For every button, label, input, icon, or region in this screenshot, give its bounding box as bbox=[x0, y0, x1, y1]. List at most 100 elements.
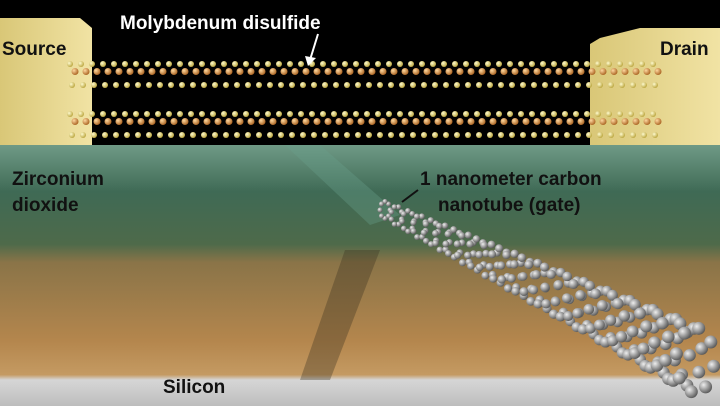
sulfur-atom bbox=[144, 111, 150, 117]
sulfur-atom bbox=[509, 132, 515, 138]
drain-label: Drain bbox=[660, 39, 709, 60]
molybdenum-atom bbox=[280, 68, 288, 75]
carbon-atom bbox=[539, 262, 550, 272]
carbon-atom bbox=[669, 347, 683, 361]
sulfur-atom bbox=[190, 132, 196, 138]
sulfur-atom bbox=[353, 61, 359, 67]
molybdenum-atom bbox=[489, 68, 497, 75]
sulfur-atom bbox=[179, 132, 185, 138]
carbon-atom bbox=[648, 336, 661, 349]
molybdenum-atom bbox=[170, 118, 178, 125]
sulfur-atom bbox=[388, 82, 394, 88]
sulfur-atom bbox=[377, 82, 383, 88]
sulfur-atom bbox=[177, 61, 183, 67]
molybdenum-atom bbox=[269, 118, 277, 125]
carbon-atom bbox=[572, 308, 583, 319]
molybdenum-atom bbox=[335, 118, 343, 125]
sulfur-atom bbox=[210, 61, 216, 67]
sulfur-atom bbox=[531, 132, 537, 138]
sulfur-atom bbox=[397, 61, 403, 67]
sulfur-atom bbox=[300, 132, 306, 138]
carbon-atom bbox=[382, 199, 388, 204]
sulfur-atom bbox=[146, 82, 152, 88]
molybdenum-atom bbox=[214, 68, 222, 75]
molybdenum-atom bbox=[445, 68, 453, 75]
sulfur-atom bbox=[551, 61, 557, 67]
sulfur-atom bbox=[234, 82, 240, 88]
sulfur-atom bbox=[443, 132, 449, 138]
sulfur-atom bbox=[628, 111, 634, 117]
sulfur-atom bbox=[342, 61, 348, 67]
sulfur-atom bbox=[452, 111, 458, 117]
sulfur-atom bbox=[287, 61, 293, 67]
sulfur-atom bbox=[201, 132, 207, 138]
nanotube-arrow bbox=[401, 189, 419, 203]
sulfur-atom bbox=[311, 132, 317, 138]
sulfur-atom bbox=[575, 132, 581, 138]
zirconium-dioxide-label-line2: dioxide bbox=[12, 195, 79, 216]
carbon-atom bbox=[612, 297, 624, 310]
carbon-atom bbox=[502, 250, 511, 260]
carbon-atom bbox=[409, 210, 415, 217]
sulfur-atom bbox=[322, 132, 328, 138]
sulfur-atom bbox=[232, 61, 238, 67]
molybdenum-atom bbox=[478, 118, 486, 125]
molybdenum-atom bbox=[313, 68, 321, 75]
sulfur-atom bbox=[157, 132, 163, 138]
carbon-atom bbox=[683, 349, 696, 362]
sulfur-atom bbox=[243, 111, 249, 117]
molybdenum-atom bbox=[71, 68, 79, 75]
molybdenum-atom bbox=[566, 118, 574, 125]
sulfur-atom bbox=[133, 61, 139, 67]
sulfur-atom bbox=[573, 111, 579, 117]
sulfur-atom bbox=[91, 132, 97, 138]
molybdenum-disulfide-layers bbox=[67, 61, 662, 138]
molybdenum-atom bbox=[467, 118, 475, 125]
sulfur-atom bbox=[245, 82, 251, 88]
carbon-atom bbox=[467, 262, 475, 270]
carbon-atom bbox=[450, 226, 457, 233]
sulfur-atom bbox=[540, 111, 546, 117]
carbon-atom bbox=[466, 240, 474, 248]
carbon-atom bbox=[651, 308, 664, 321]
sulfur-atom bbox=[410, 132, 416, 138]
sulfur-atom bbox=[298, 111, 304, 117]
molybdenum-atom bbox=[225, 68, 233, 75]
carbon-atom bbox=[464, 231, 472, 239]
molybdenum-atom bbox=[291, 68, 299, 75]
sulfur-atom bbox=[520, 132, 526, 138]
sulfur-atom bbox=[254, 61, 260, 67]
sulfur-atom bbox=[485, 61, 491, 67]
molybdenum-atom bbox=[511, 68, 519, 75]
molybdenum-atom bbox=[566, 68, 574, 75]
sulfur-atom bbox=[518, 61, 524, 67]
carbon-atom bbox=[562, 271, 573, 282]
sulfur-atom bbox=[223, 132, 229, 138]
sulfur-atom bbox=[113, 82, 119, 88]
molybdenum-atom bbox=[555, 68, 563, 75]
carbon-atom bbox=[528, 285, 539, 295]
sulfur-atom bbox=[595, 61, 601, 67]
carbon-atom bbox=[626, 325, 639, 338]
sulfur-atom bbox=[289, 82, 295, 88]
sulfur-atom bbox=[256, 82, 262, 88]
mos2-arrow bbox=[309, 33, 319, 61]
carbon-atom bbox=[546, 269, 556, 280]
sulfur-atom bbox=[366, 82, 372, 88]
sulfur-atom bbox=[573, 61, 579, 67]
carbon-atom bbox=[418, 213, 425, 220]
carbon-nanotube bbox=[377, 199, 720, 399]
sulfur-atom bbox=[639, 61, 645, 67]
sulfur-atom bbox=[608, 82, 614, 88]
carbon-atom bbox=[568, 279, 579, 290]
sulfur-atom bbox=[278, 132, 284, 138]
carbon-atom bbox=[444, 230, 452, 238]
carbon-atom bbox=[596, 300, 608, 311]
carbon-atom bbox=[400, 211, 407, 217]
molybdenum-atom bbox=[434, 68, 442, 75]
sulfur-atom bbox=[89, 61, 95, 67]
molybdenum-atom bbox=[412, 118, 420, 125]
carbon-atom bbox=[704, 335, 718, 349]
carbon-atom bbox=[590, 288, 601, 300]
molybdenum-atom bbox=[126, 118, 134, 125]
